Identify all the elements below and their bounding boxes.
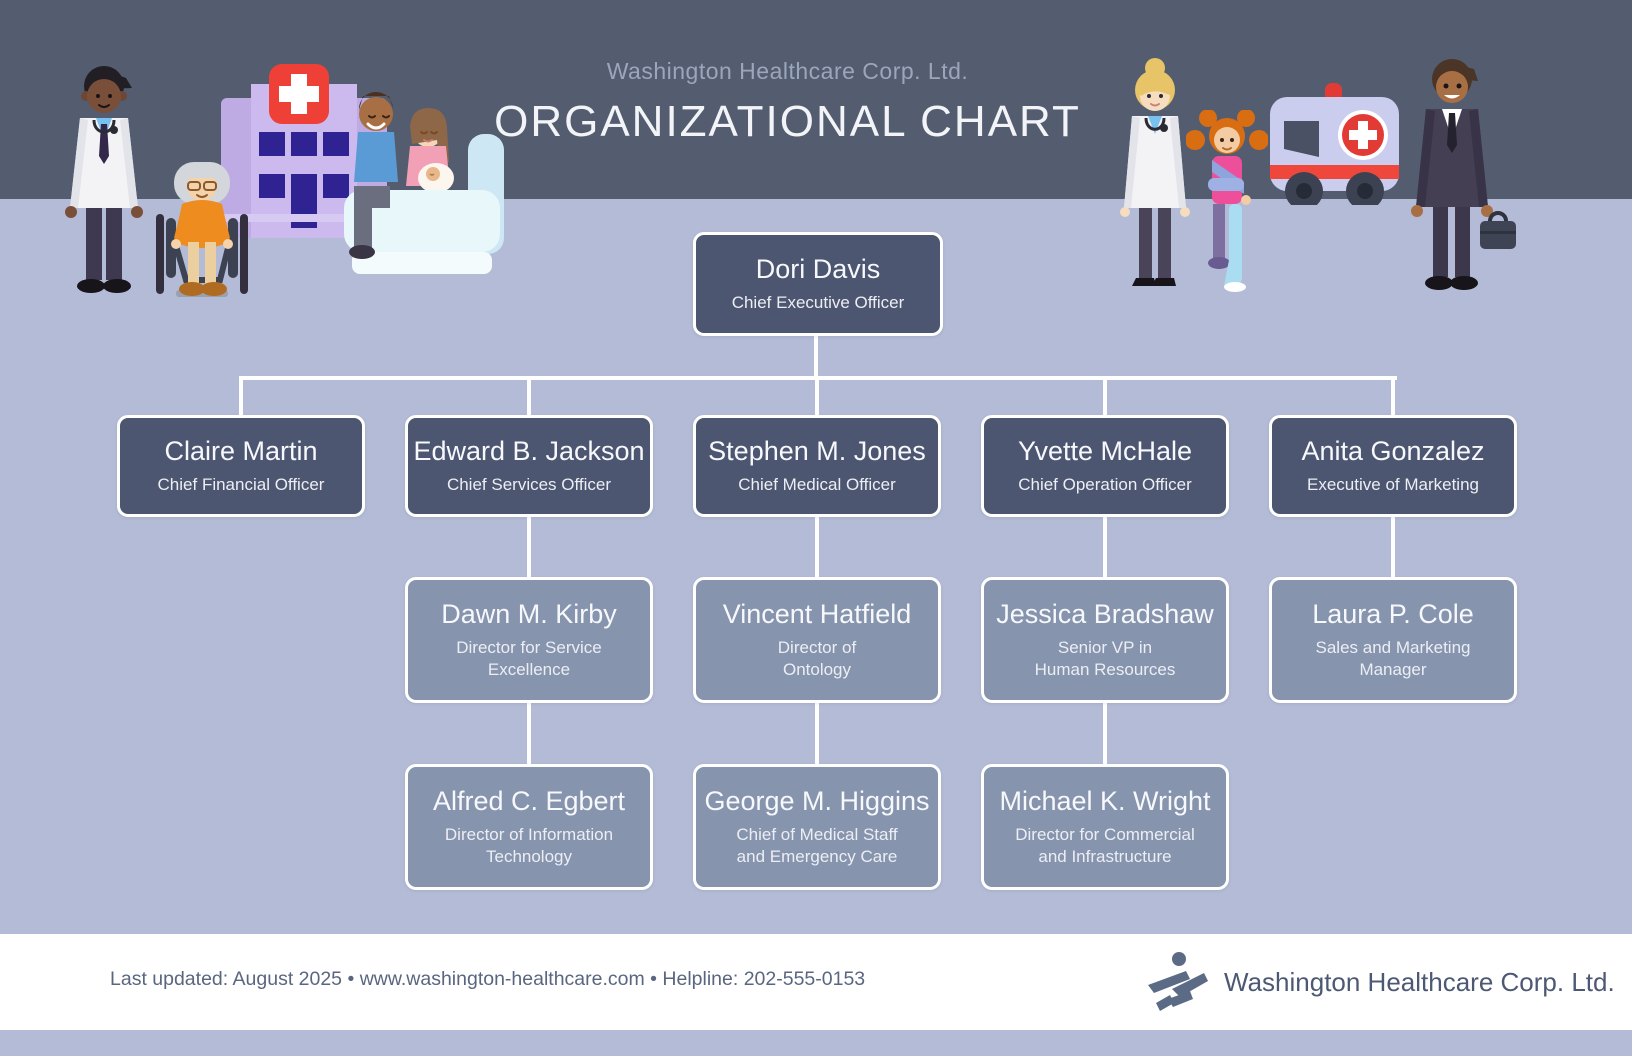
person-name: Edward B. Jackson [413,435,645,466]
person-name: George M. Higgins [704,785,930,816]
person-title: Director of Ontology [777,637,857,679]
person-name: Yvette McHale [1017,435,1193,466]
connector-coo-bradshaw [1103,517,1107,577]
person-name: Michael K. Wright [999,785,1211,816]
male-doctor-illustration [65,66,143,293]
female-doctor-illustration [1120,58,1190,286]
person-title: Chief Executive Officer [731,292,905,312]
person-name: Dori Davis [755,253,881,284]
person-name: Jessica Bradshaw [996,598,1214,629]
connector-kirby-egbert [527,703,531,764]
family-newborn-bed-illustration [344,91,504,274]
footer-logo: Washington Healthcare Corp. Ltd. [1146,934,1615,1030]
footer-meta-text: Last updated: August 2025 • www.washingt… [110,968,866,990]
person-title: Executive of Marketing [1307,474,1479,494]
person-title: Director for Service Excellence [456,637,602,679]
hospital-building-illustration [221,64,387,238]
person-name: Anita Gonzalez [1301,435,1485,466]
person-title: Chief Operation Officer [1018,474,1192,494]
org-node-service-director: Dawn M. Kirby Director for Service Excel… [405,577,653,703]
connector-drop-marketing [1391,378,1395,415]
connector-cso-kirby [527,517,531,577]
person-name: Claire Martin [164,435,318,466]
org-node-marketing-exec: Anita Gonzalez Executive of Marketing [1269,415,1517,517]
connector-ceo-drop [814,336,818,378]
connector-marketing-cole [1391,517,1395,577]
org-node-cso: Edward B. Jackson Chief Services Officer [405,415,653,517]
bottom-strip [0,1030,1632,1056]
person-title: Chief of Medical Staff and Emergency Car… [736,824,898,866]
org-node-commercial-director: Michael K. Wright Director for Commercia… [981,764,1229,890]
person-name: Vincent Hatfield [722,598,912,629]
org-node-cfo: Claire Martin Chief Financial Officer [117,415,365,517]
person-title: Chief Services Officer [446,474,612,494]
businessman-illustration [1411,59,1516,290]
company-name: Washington Healthcare Corp. Ltd. [606,58,969,84]
person-title: Sales and Marketing Manager [1315,637,1471,679]
header-text: Washington Healthcare Corp. Ltd. ORGANIZ… [0,0,1575,147]
org-node-ontology-director: Vincent Hatfield Director of Ontology [693,577,941,703]
connector-hatfield-higgins [815,703,819,764]
person-name: Laura P. Cole [1312,598,1474,629]
connector-drop-cso [527,378,531,415]
connector-bradshaw-wright [1103,703,1107,764]
person-name: Alfred C. Egbert [432,785,626,816]
person-title: Chief Medical Officer [738,474,896,494]
org-node-coo: Yvette McHale Chief Operation Officer [981,415,1229,517]
running-person-logo-icon [1148,952,1208,1011]
footer-logo-text: Washington Healthcare Corp. Ltd. [1224,966,1615,997]
ambulance-illustration [1270,83,1399,205]
connector-drop-cfo [239,378,243,415]
person-title: Director of Information Technology [444,824,614,866]
person-title: Director for Commercial and Infrastructu… [1015,824,1195,866]
connector-cmo-hatfield [815,517,819,577]
connector-drop-cmo [815,378,819,415]
org-node-ceo: Dori Davis Chief Executive Officer [693,232,943,336]
elderly-patient-wheelchair-illustration [156,162,248,297]
person-title: Chief Financial Officer [157,474,325,494]
org-node-sales-manager: Laura P. Cole Sales and Marketing Manage… [1269,577,1517,703]
child-patient-cast-illustration [1186,110,1268,292]
page-title: ORGANIZATIONAL CHART [494,97,1081,146]
org-node-it-director: Alfred C. Egbert Director of Information… [405,764,653,890]
org-node-cmo: Stephen M. Jones Chief Medical Officer [693,415,941,517]
footer-band [0,934,1632,1030]
person-name: Dawn M. Kirby [441,598,617,629]
person-title: Senior VP in Human Resources [1034,637,1176,679]
org-node-hr-vp: Jessica Bradshaw Senior VP in Human Reso… [981,577,1229,703]
org-node-medical-staff-chief: George M. Higgins Chief of Medical Staff… [693,764,941,890]
connector-drop-coo [1103,378,1107,415]
person-name: Stephen M. Jones [708,435,926,466]
